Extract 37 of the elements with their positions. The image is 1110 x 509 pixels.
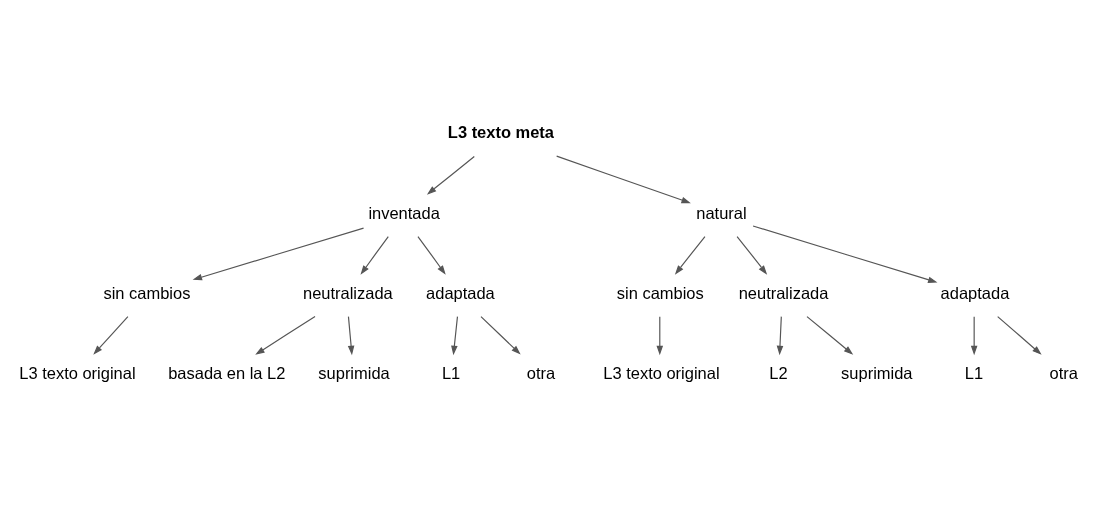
node-text: L3 texto original (603, 363, 720, 382)
node-text: L1 (964, 363, 984, 382)
arrow (736, 235, 768, 275)
arrow (192, 227, 365, 280)
arrow (752, 224, 938, 283)
arrow (656, 315, 664, 355)
arrow (360, 235, 389, 275)
node-text: otra (1049, 363, 1078, 382)
node-text: suprimida (318, 363, 390, 382)
node-text: neutralizada (738, 283, 829, 302)
node-text: neutralizada (303, 283, 393, 302)
node-text: inventada (368, 203, 440, 222)
node-text: otra (526, 363, 556, 382)
arrow (970, 315, 978, 355)
arrow (556, 155, 691, 203)
arrow (480, 315, 521, 355)
arrow (417, 235, 446, 275)
node-text: sin cambios (103, 283, 191, 302)
arrow (426, 155, 475, 195)
arrow (776, 315, 784, 355)
node-text: L2 (769, 363, 788, 382)
node-text: natural (696, 203, 747, 222)
node-text: suprimida (841, 363, 913, 382)
node-text: basada en la L2 (168, 363, 286, 382)
node-text: L3 texto meta (447, 122, 555, 141)
node-text: adaptada (426, 283, 495, 302)
arrow (347, 315, 355, 355)
node-text: L3 texto original (19, 363, 136, 382)
arrow (997, 315, 1042, 355)
node-text: sin cambios (616, 283, 704, 302)
arrow (255, 315, 316, 355)
arrow (451, 315, 459, 355)
arrow (93, 315, 129, 355)
node-text: L1 (441, 363, 461, 382)
arrow (674, 235, 706, 275)
arrow (806, 315, 854, 355)
node-text: adaptada (940, 283, 1010, 302)
